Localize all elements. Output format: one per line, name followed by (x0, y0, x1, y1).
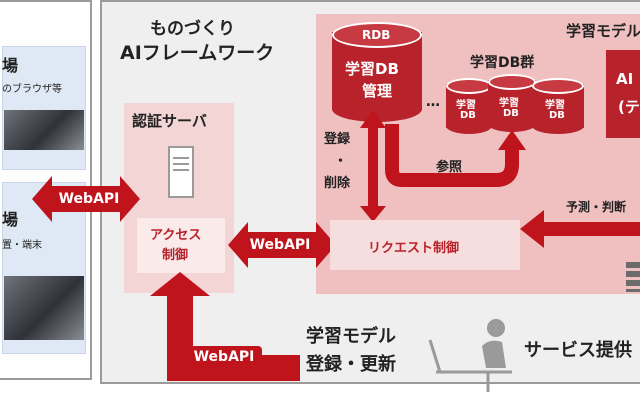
model-register-line2: 登録・更新 (306, 354, 396, 375)
left-subtitle-2: 置・端末 (2, 240, 42, 251)
reference-arrow (385, 124, 526, 187)
ai-engine-line1: AI (616, 70, 634, 88)
model-register-line1: 学習モデル (306, 326, 396, 347)
db-cylinder-1-line2: DB (460, 110, 476, 121)
access-control-line2: 制御 (162, 248, 189, 263)
predict-label: 予測・判断 (566, 200, 627, 214)
ai-engine-box (606, 50, 640, 138)
request-control-label: リクエスト制御 (368, 241, 460, 256)
server-icon (168, 146, 194, 198)
predict-arrow (520, 210, 640, 248)
db-cylinder-2-line1: 学習 (499, 98, 519, 109)
db-cylinder-3-line2: DB (549, 110, 565, 121)
rdb-label: RDB (362, 28, 391, 42)
webapi-bottom-label: WebAPI (186, 346, 262, 368)
framework-title-line1: ものづくり (150, 19, 235, 39)
db-cylinder-1-bottom (446, 118, 492, 134)
webapi-middle-label: WebAPI (244, 234, 316, 256)
request-control-box (330, 220, 520, 270)
ai-engine-line2: (テ (618, 98, 640, 116)
db-cylinder-2-line2: DB (503, 108, 519, 119)
webapi-left-label: WebAPI (54, 188, 124, 210)
framework-title-line2: AIフレームワーク (120, 42, 275, 64)
rdb-cylinder-top (332, 22, 422, 48)
db-cylinder-2-bottom (488, 116, 536, 132)
factory-photo (4, 276, 84, 340)
browser-photo (4, 110, 84, 150)
db-cylinder-3-bottom (532, 118, 584, 134)
left-subtitle-1: のブラウザ等 (2, 84, 62, 95)
db-cylinder-3-line1: 学習 (545, 100, 565, 111)
db-cylinder-3-top (532, 78, 584, 94)
access-control-line1: アクセス (150, 228, 202, 243)
person-desk-icon (428, 319, 512, 392)
register-label-3: 削除 (324, 176, 351, 191)
db-cylinder-1-line1: 学習 (456, 100, 476, 111)
register-delete-arrow (360, 110, 386, 222)
db-group-ellipsis: … (426, 94, 440, 110)
server-stack-icon (626, 262, 640, 292)
register-label-1: 登録 (324, 132, 351, 147)
rdb-line2: 管理 (362, 82, 393, 100)
auth-server-title: 認証サーバ (132, 112, 207, 130)
bottom-webapi-arrow (150, 272, 300, 381)
db-group-title: 学習DB群 (470, 55, 535, 71)
left-title-1: 場 (2, 56, 19, 75)
learning-model-title: 学習モデル (566, 22, 640, 40)
service-provide-label: サービス提供 (524, 340, 632, 361)
reference-label: 参照 (436, 160, 463, 175)
register-label-2: ・ (334, 154, 348, 169)
access-control-box (137, 218, 225, 273)
rdb-line1: 学習DB (345, 60, 399, 78)
left-title-2: 場 (2, 210, 19, 229)
